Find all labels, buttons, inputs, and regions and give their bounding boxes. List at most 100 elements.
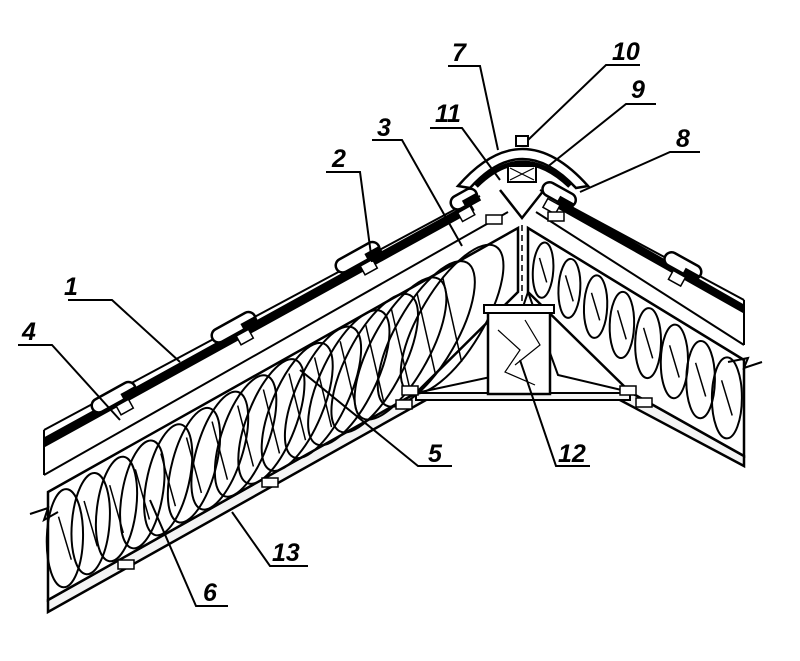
right-insulation-loop [710, 356, 743, 440]
left-tile-1-body [90, 380, 137, 414]
left-break-mark [29, 506, 59, 523]
ridge-cap-fastener [515, 135, 529, 147]
callout-leader-6 [149, 499, 228, 607]
callout-leader-12 [519, 359, 590, 467]
ridge-beam-cap [483, 304, 555, 314]
callout-label-7: 7 [452, 39, 467, 67]
callout-label-8: 8 [676, 125, 690, 153]
right-tile-1-batten [667, 269, 687, 288]
right-insulation-loop [634, 307, 663, 380]
ridge-beam-grain [514, 319, 541, 366]
callout-leader-3 [372, 139, 463, 247]
batten-block-5 [635, 397, 653, 408]
right-insulation-loop [582, 274, 609, 339]
left-insulation-loop [45, 488, 85, 589]
left-insulation-loop [283, 325, 363, 460]
callout-leader-10 [527, 64, 640, 141]
left-insulation-loop [376, 260, 476, 408]
callout-leader-4 [18, 344, 121, 421]
right-insulation-loop-diagonal [668, 345, 680, 378]
ridge-cap-seal [474, 160, 572, 188]
batten-block-3 [401, 385, 419, 396]
left-insulation-loop [353, 276, 448, 421]
right-deck-line [535, 211, 745, 346]
ridge-apex-lines [499, 189, 545, 221]
left-tile-4-batten [456, 204, 476, 223]
callout-label-1: 1 [64, 273, 78, 301]
left-insulation-loop [119, 439, 166, 550]
left-tile-3-body [334, 240, 381, 274]
callout-label-4: 4 [21, 318, 36, 346]
batten-block-1 [261, 477, 279, 488]
callout-leader-8 [579, 151, 700, 193]
callout-label-5: 5 [428, 440, 443, 468]
right-tile-2 [541, 181, 578, 216]
left-tile-1 [90, 380, 140, 416]
callout-leader-9 [545, 103, 656, 169]
callout-leader-2 [326, 171, 373, 263]
left-insulation-loop [307, 309, 391, 447]
right-insulation-loop [557, 257, 582, 319]
left-insulation-loop [70, 471, 111, 576]
callout-leader-1 [68, 299, 181, 363]
left-insulation-loop-diagonal [134, 469, 151, 520]
left-tile-3-batten [359, 258, 379, 276]
callout-label-11: 11 [435, 100, 461, 128]
left-insulation-loop-diagonal [288, 373, 307, 441]
ceiling-truss-lines [415, 288, 631, 394]
left-insulation-loop-diagonal [390, 308, 411, 389]
left-tile-2-lip [240, 315, 260, 332]
right-insulation-loop-diagonal [538, 257, 548, 283]
left-insulation-loop-diagonal [185, 437, 203, 494]
left-insulation-loop-diagonal [365, 325, 385, 402]
left-tile-4-lip [461, 192, 482, 209]
right-insulation-loop-diagonal [642, 327, 654, 359]
left-insulation-loop-diagonal [83, 500, 99, 547]
left-insulation-loop-diagonal [441, 276, 463, 363]
right-insulation-loop [531, 241, 555, 299]
left-insulation-loop-diagonal [313, 357, 333, 428]
callout-leader-5 [299, 369, 452, 467]
callout-leaders [18, 64, 700, 607]
left-insulation-loop [213, 374, 278, 498]
left-insulation-band [46, 225, 520, 603]
left-insulation-loop-diagonal [57, 516, 73, 560]
left-deck-line [43, 211, 509, 476]
insulation-loops [45, 241, 743, 589]
left-tile-3-lip [364, 245, 384, 262]
left-insulation-loop [94, 455, 139, 563]
callout-label-9: 9 [631, 76, 645, 104]
right-insulation-loop-diagonal [616, 310, 627, 340]
callout-label-13: 13 [272, 539, 300, 567]
right-insulation-loop-diagonal [590, 292, 601, 321]
batten-block-6 [485, 214, 503, 225]
left-insulation-loop [143, 423, 194, 537]
ridge-cap-tile [455, 147, 591, 190]
batten-block-0 [117, 559, 135, 570]
left-tile-1-batten [115, 398, 135, 416]
right-insulation-loop [608, 290, 636, 359]
left-insulation-loop-diagonal [211, 421, 229, 480]
left-insulation-loop-diagonal [262, 389, 281, 454]
callout-labels: 1 2 3 4 5 6 7 8 9 10 11 12 13 [21, 38, 690, 607]
callout-label-3: 3 [377, 114, 391, 142]
left-tile-2-batten [235, 328, 255, 346]
left-insulation-loop-diagonal [416, 292, 437, 376]
left-insulation-loop [260, 341, 334, 472]
right-break-mark [727, 356, 763, 370]
callout-label-2: 2 [331, 145, 346, 173]
callout-leader-7 [448, 65, 499, 151]
left-tile-2-body [210, 310, 257, 344]
roof-details [29, 135, 763, 570]
callout-label-12: 12 [558, 440, 586, 468]
right-tile-2-lip [555, 195, 576, 212]
batten-block-4 [619, 385, 637, 396]
right-tile-1-lip [681, 267, 701, 284]
batten-block-2 [395, 399, 413, 410]
left-tile-1-lip [120, 385, 140, 402]
callout-label-6: 6 [203, 579, 218, 607]
callout-leader-11 [430, 127, 501, 181]
left-insulation-loop-diagonal [236, 405, 255, 467]
left-tile-3 [334, 240, 384, 276]
